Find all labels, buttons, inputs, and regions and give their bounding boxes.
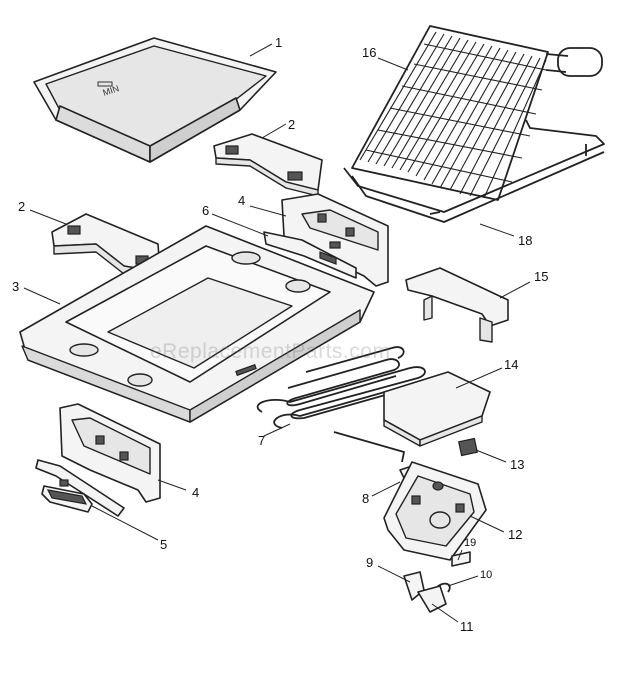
part-13-switch — [458, 437, 478, 457]
watermark: eReplacementParts.com — [150, 340, 391, 363]
part-6-connector — [263, 231, 357, 279]
part-19-terminal — [451, 551, 471, 567]
label-part-15: 15 — [534, 269, 549, 284]
part-16-wire-rack — [351, 25, 603, 201]
label-part-8: 8 — [362, 491, 370, 506]
part-12-control-housing — [383, 461, 487, 561]
label-part-14: 14 — [504, 357, 519, 372]
label-part-10: 10 — [480, 569, 493, 581]
part-5-switch-assembly — [35, 459, 125, 517]
label-part-16: 16 — [362, 45, 377, 60]
label-part-2-lower: 2 — [18, 199, 26, 214]
label-part-11: 11 — [460, 619, 474, 634]
part-15-side-cover — [405, 267, 509, 343]
label-part-3: 3 — [12, 279, 20, 294]
label-part-13: 13 — [510, 457, 525, 472]
label-part-18: 18 — [518, 233, 533, 248]
part-4-lower-end-cap — [59, 403, 161, 503]
part-3-housing-frame — [19, 225, 375, 423]
part-18-rack-stand — [343, 119, 605, 223]
label-part-5: 5 — [160, 537, 168, 552]
label-part-4-upper: 4 — [238, 193, 246, 208]
part-14-element-housing — [383, 371, 491, 447]
label-part-4-lower: 4 — [192, 485, 200, 500]
leader-lines — [23, 43, 531, 623]
label-part-2-upper: 2 — [288, 117, 296, 132]
part-2-upper-bracket — [213, 133, 323, 197]
svg-text:MIN: MIN — [102, 83, 121, 98]
label-part-19: 19 — [464, 537, 477, 549]
label-part-7: 7 — [258, 433, 266, 448]
part-1-drip-tray: MIN — [33, 37, 277, 163]
label-part-9: 9 — [366, 555, 374, 570]
label-part-12: 12 — [508, 527, 523, 542]
part-7-heating-element — [256, 346, 426, 463]
label-part-1: 1 — [275, 35, 283, 50]
part-11-catch — [417, 585, 447, 613]
label-part-6: 6 — [202, 203, 210, 218]
